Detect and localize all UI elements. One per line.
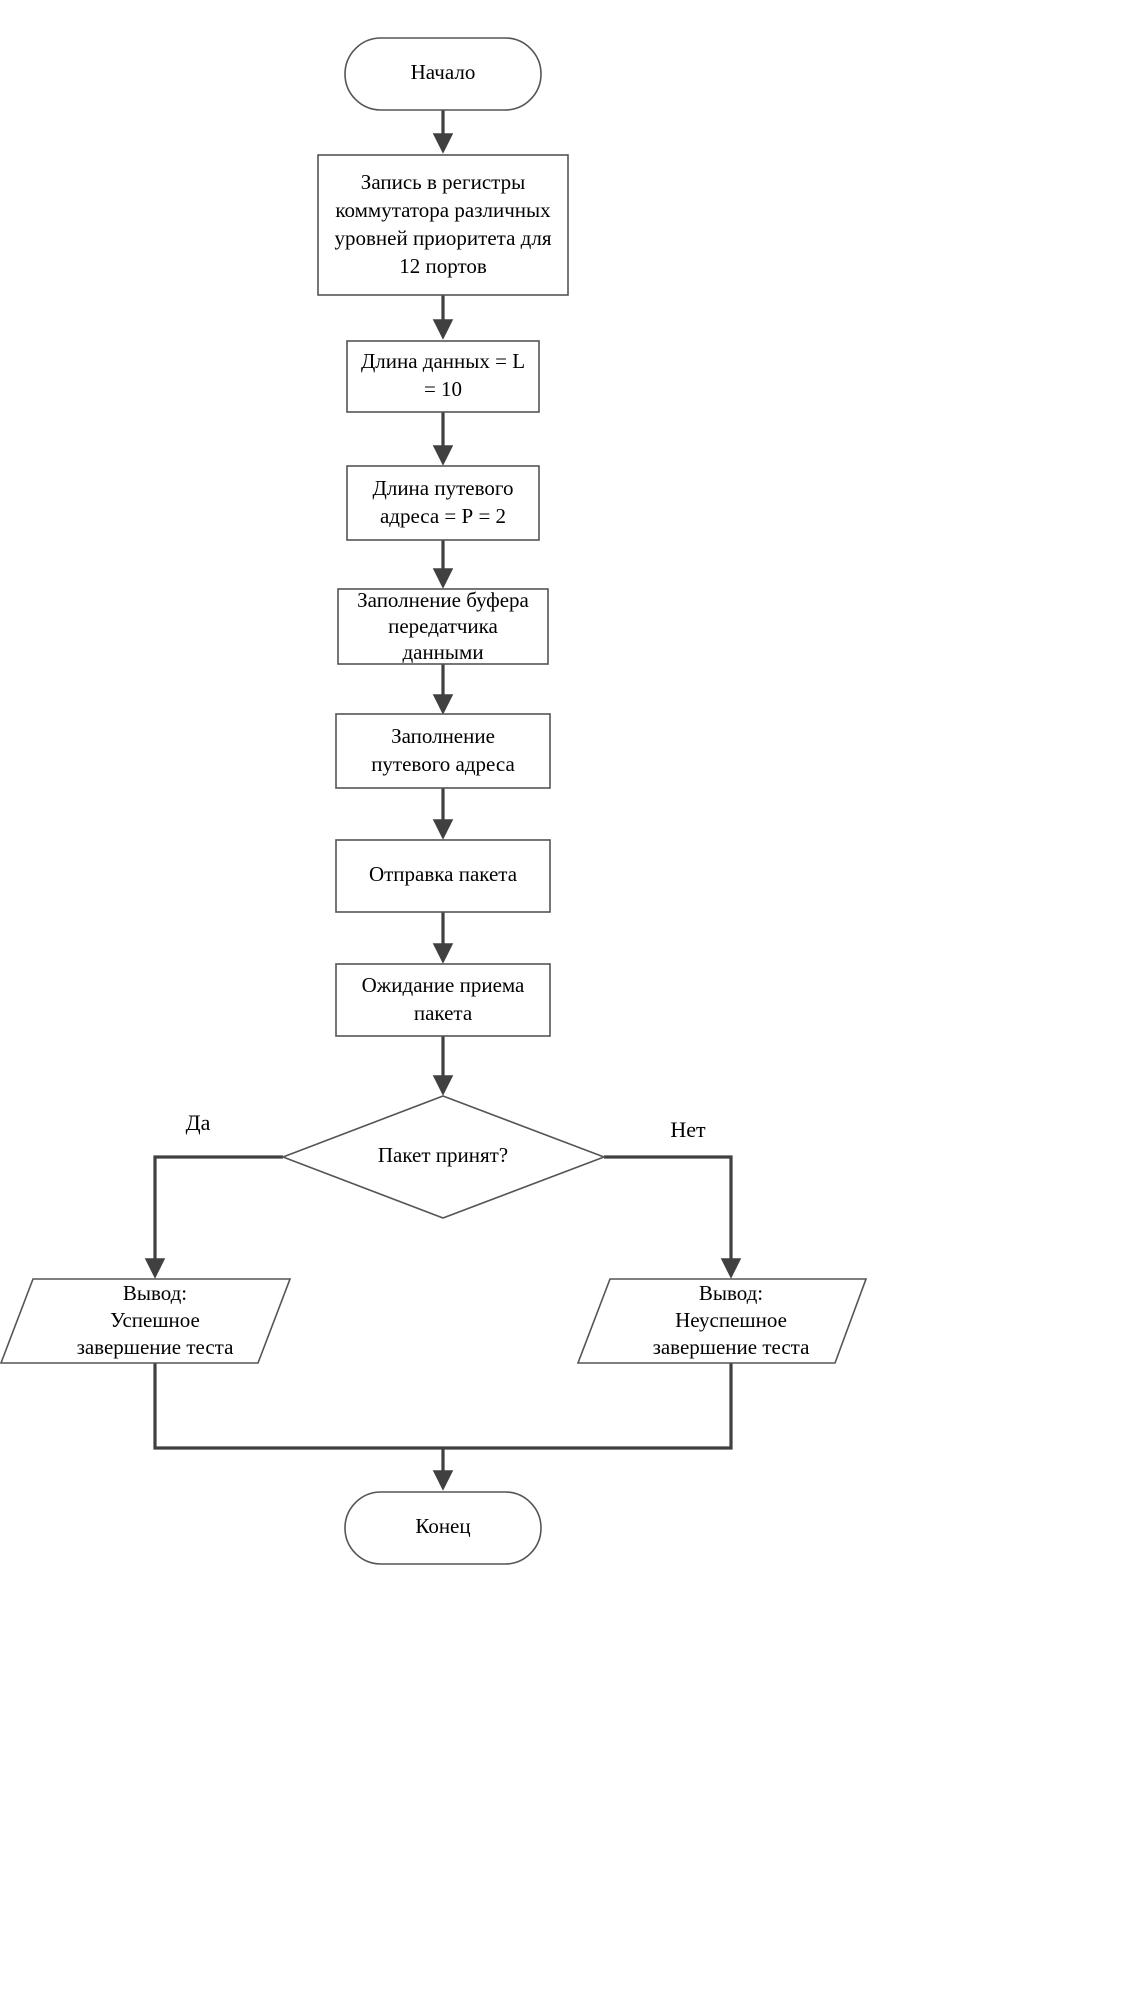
end-shape	[344, 1491, 542, 1565]
out-yes-line2: Успешное	[110, 1308, 200, 1332]
p2-shape	[346, 340, 540, 413]
node-start[interactable]: Начало	[344, 37, 542, 111]
connector-yes-to-merge	[153, 1363, 443, 1450]
out-no-shape	[576, 1278, 868, 1364]
p4-label-line2: передатчика	[388, 614, 498, 638]
decision-label: Пакет принят?	[378, 1143, 508, 1167]
connector-no-to-merge	[443, 1363, 733, 1450]
start-shape	[344, 37, 542, 111]
p6-label-line1: Отправка пакета	[369, 862, 518, 886]
decision-shape	[280, 1095, 607, 1219]
node-process-write-registers[interactable]: Запись в регистры коммутатора различных …	[317, 154, 569, 296]
node-process-data-length[interactable]: Длина данных = L = 10	[346, 340, 540, 413]
out-yes-line3: завершение теста	[77, 1335, 235, 1359]
p1-label-line4: 12 портов	[399, 254, 487, 278]
node-process-send-packet[interactable]: Отправка пакета	[335, 839, 551, 913]
p7-label-line1: Ожидание приема	[362, 973, 525, 997]
p1-label-line3: уровней приоритета для	[334, 226, 551, 250]
out-no-line3: завершение теста	[653, 1335, 811, 1359]
p4-label-line1: Заполнение буфера	[357, 588, 529, 612]
p3-shape	[346, 465, 540, 541]
branch-label-no: Нет	[670, 1117, 706, 1142]
p3-label-line2: адреса = Р = 2	[380, 504, 506, 528]
p1-label-line1: Запись в регистры	[361, 170, 525, 194]
p6-shape	[335, 839, 551, 913]
node-end[interactable]: Конец	[344, 1491, 542, 1565]
p2-label-line2: = 10	[424, 377, 462, 401]
connectors	[144, 110, 742, 1491]
p3-label-line1: Длина путевого	[373, 476, 514, 500]
node-output-failure[interactable]: Вывод: Неуспешное завершение теста	[576, 1278, 868, 1364]
end-label: Конец	[415, 1514, 470, 1538]
node-process-path-address-length[interactable]: Длина путевого адреса = Р = 2	[346, 465, 540, 541]
p5-label-line2: путевого адреса	[371, 752, 515, 776]
p7-shape	[335, 963, 551, 1037]
node-decision-packet-received[interactable]: Пакет принят?	[280, 1095, 607, 1219]
out-yes-line1: Вывод:	[123, 1281, 187, 1305]
p1-shape	[317, 154, 569, 296]
p2-label-line1: Длина данных = L	[361, 349, 525, 373]
node-process-fill-tx-buffer[interactable]: Заполнение буфера передатчика данными	[337, 588, 549, 665]
p5-label-line1: Заполнение	[391, 724, 495, 748]
connector-decision-no	[604, 1155, 742, 1279]
node-process-fill-path-address[interactable]: Заполнение путевого адреса	[335, 713, 551, 789]
connector-decision-yes	[144, 1155, 283, 1279]
p7-label-line2: пакета	[414, 1001, 473, 1025]
out-yes-shape	[0, 1278, 292, 1364]
p1-label-line2: коммутатора различных	[335, 198, 551, 222]
out-no-line1: Вывод:	[699, 1281, 763, 1305]
start-label: Начало	[411, 60, 476, 84]
p4-label-line3: данными	[402, 640, 483, 664]
p5-shape	[335, 713, 551, 789]
node-process-wait-packet[interactable]: Ожидание приема пакета	[335, 963, 551, 1037]
branch-label-yes: Да	[186, 1110, 211, 1135]
p4-shape	[337, 588, 549, 665]
out-no-line2: Неуспешное	[675, 1308, 787, 1332]
node-output-success[interactable]: Вывод: Успешное завершение теста	[0, 1278, 292, 1364]
